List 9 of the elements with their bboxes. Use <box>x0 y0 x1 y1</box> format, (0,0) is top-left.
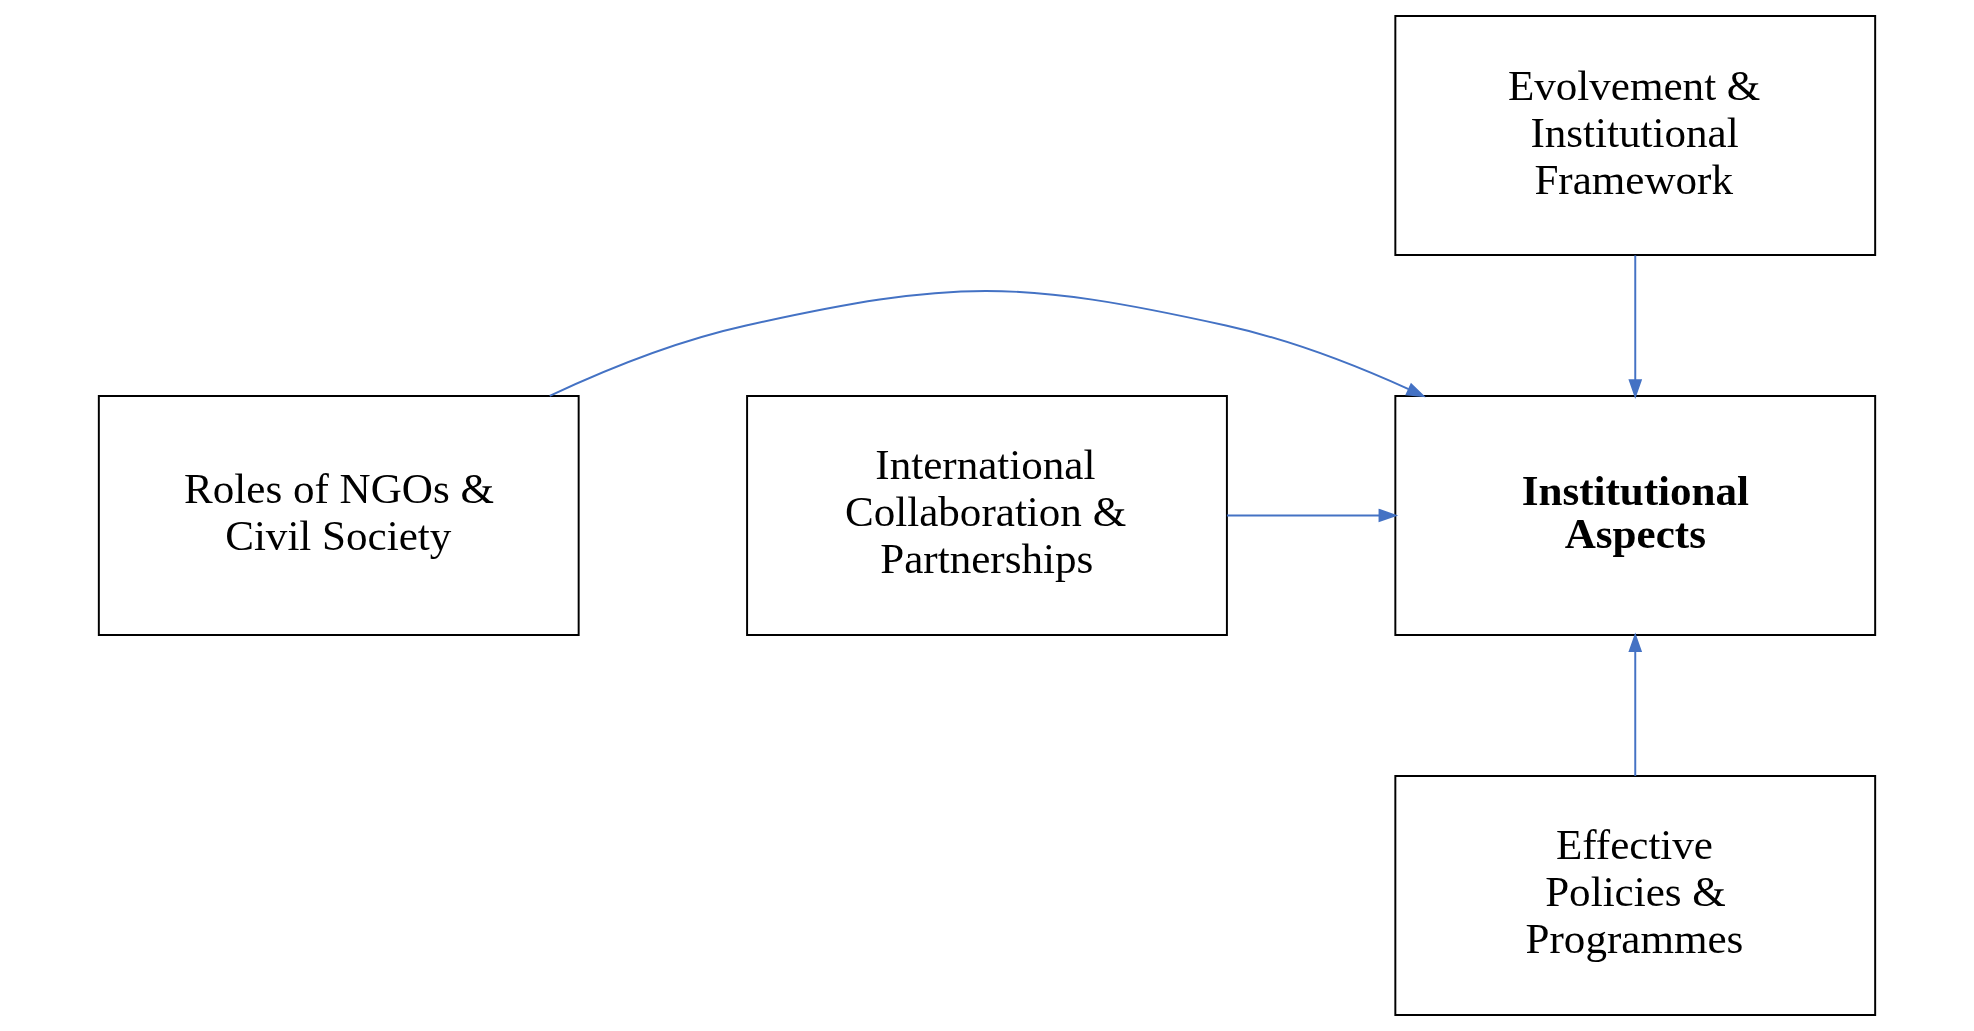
node-box: Institutional Aspects <box>1394 395 1877 636</box>
arrow <box>1225 508 1399 523</box>
node-box: Effective Policies & Programmes <box>1394 775 1877 1016</box>
node-box: Roles of NGOs & Civil Society <box>97 395 580 636</box>
arrow <box>548 290 1426 398</box>
arrow <box>1628 632 1643 777</box>
node-box: Evolvement & Institutional Framework <box>1394 15 1877 256</box>
arrow <box>1628 254 1643 399</box>
node-box: International Collaboration & Partnerships <box>746 395 1228 636</box>
